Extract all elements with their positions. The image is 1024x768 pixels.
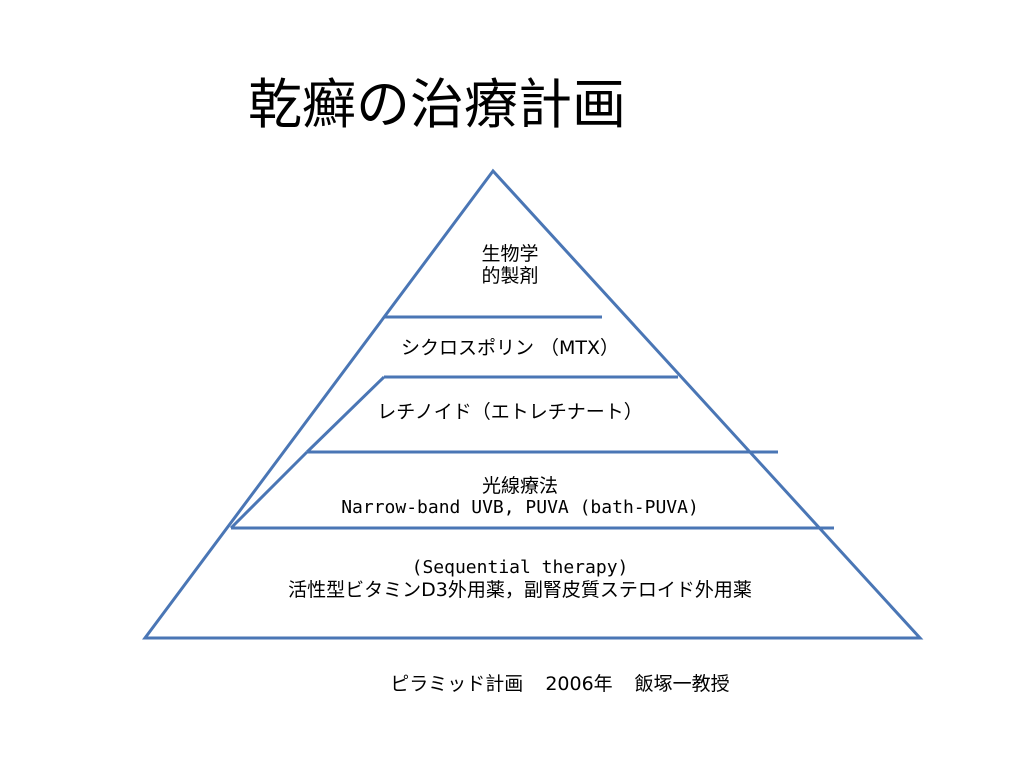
tier-topical: (Sequential therapy) 活性型ビタミンD3外用薬，副腎皮質ステ… [180, 557, 860, 601]
tier-cyclosporine-line-1: シクロスポリン （MTX） [400, 337, 620, 359]
citation-author: 飯塚一教授 [634, 673, 730, 695]
slide-title: 乾癬の治療計画 [248, 73, 626, 136]
tier-side-line-lower [229, 450, 309, 530]
citation-label: ピラミッド計画 [390, 673, 524, 695]
tier-biologics-line-1: 生物学 [481, 243, 539, 265]
pyramid-outline [142, 168, 924, 640]
tier-biologics-line-2: 的製剤 [481, 265, 539, 287]
citation: ピラミッド計画 2006年飯塚一教授 [300, 671, 820, 697]
tier-phototherapy-line-2: Narrow-band UVB, PUVA (bath-PUVA) [341, 497, 699, 518]
tier-phototherapy: 光線療法 Narrow-band UVB, PUVA (bath-PUVA) [230, 475, 810, 519]
tier-topical-line-2: 活性型ビタミンD3外用薬，副腎皮質ステロイド外用薬 [288, 579, 752, 601]
tier-phototherapy-line-1: 光線療法 [481, 475, 558, 497]
tier-topical-line-1: (Sequential therapy) [411, 557, 629, 578]
tier-retinoid: レチノイド（エトレチナート） [300, 401, 720, 423]
tier-biologics: 生物学 的製剤 [420, 243, 600, 287]
tier-retinoid-line-1: レチノイド（エトレチナート） [377, 401, 643, 423]
tier-side-line-upper [305, 375, 386, 454]
citation-year: 2006年 [545, 673, 613, 695]
tier-cyclosporine: シクロスポリン （MTX） [330, 337, 690, 359]
